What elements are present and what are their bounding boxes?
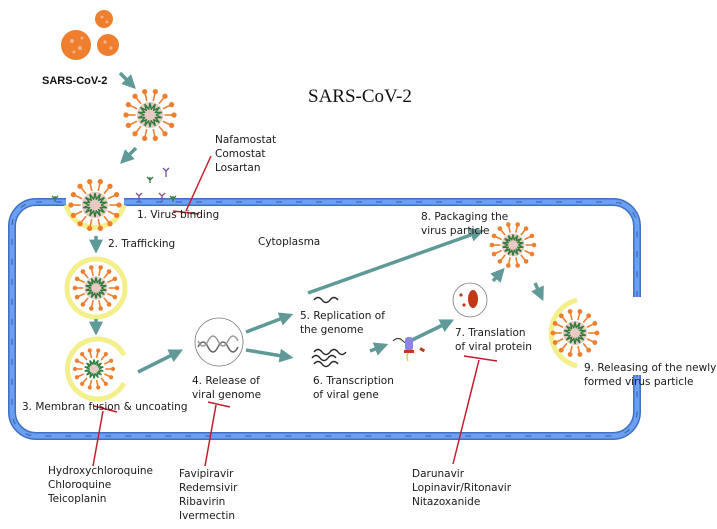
endocytic-vesicle (63, 204, 127, 230)
fusion-vesicle (65, 336, 127, 402)
inhibitor-lines (92, 155, 498, 467)
cytoplasma-label: Cytoplasma (258, 236, 321, 248)
drug-group-translation: Darunavir Lopinavir/Ritonavir Nitazoxani… (412, 468, 512, 508)
virion-approaching (123, 88, 177, 142)
drug-group-genome-release: Favipiravir Redemsivir Ribavirin Ivermec… (179, 468, 238, 522)
sars-cov-2-virions-cluster (61, 10, 119, 60)
step-1-label: 1. Virus binding (137, 209, 220, 221)
trafficking-vesicle (64, 256, 128, 320)
transcribed-rna-icon (311, 348, 347, 368)
drug-group-binding: Nafamostat Comostat Losartan (215, 134, 277, 174)
diagram-title: SARS-CoV-2 (308, 86, 412, 107)
virion-binding (68, 178, 122, 232)
genome-release-icon (194, 317, 244, 367)
drug-group-fusion: Hydroxychloroquine Chloroquine Teicoplan… (48, 465, 154, 505)
step-2-label: 2. Trafficking (108, 238, 176, 250)
process-arrows (89, 71, 544, 374)
viral-protein-icon (452, 282, 488, 318)
ribosome-icon (392, 337, 426, 362)
step-3-label: 3. Membran fusion & uncoating (22, 401, 188, 413)
virion-packaged (489, 222, 537, 268)
virion-trafficking (72, 265, 120, 311)
replicated-rna-icon (313, 296, 339, 304)
virion-released (550, 309, 600, 357)
virions (68, 88, 600, 390)
membrane-exit-gap (630, 297, 644, 375)
virion-uncoating (72, 348, 116, 390)
receptors (51, 167, 177, 202)
virus-label: SARS-CoV-2 (42, 75, 108, 87)
